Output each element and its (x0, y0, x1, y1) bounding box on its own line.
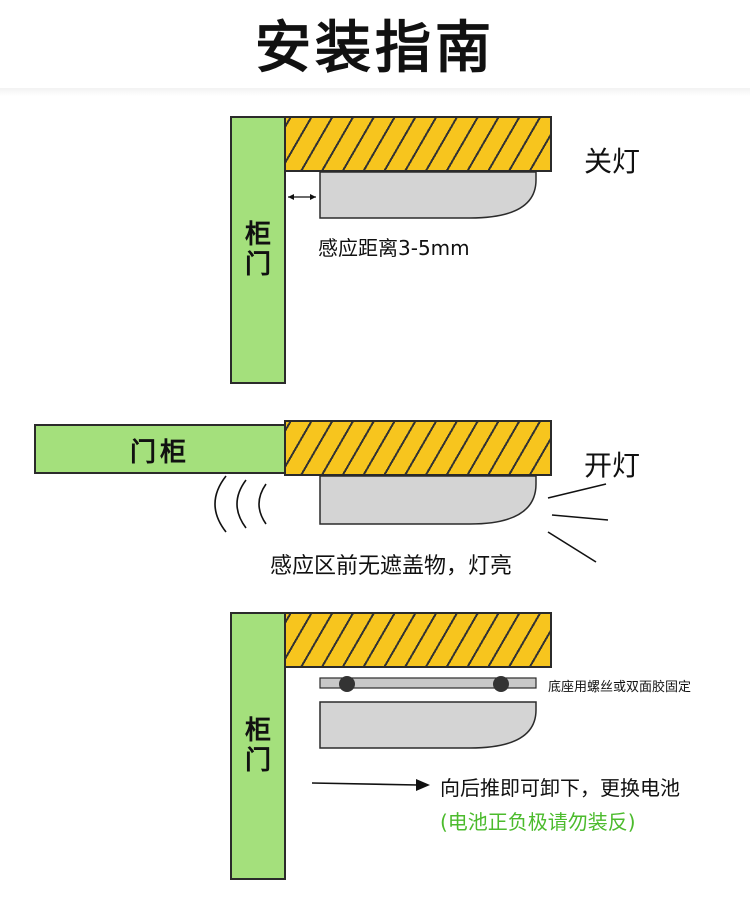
state-label-on: 开灯 (584, 449, 641, 482)
distance-arrowhead-left (288, 194, 294, 200)
mount-note: 底座用螺丝或双面胶固定 (548, 680, 692, 695)
screw-icon (493, 676, 509, 692)
light-on-note: 感应区前无遮盖物，灯亮 (270, 554, 513, 579)
lamp-body (319, 701, 537, 749)
mounting-base (319, 677, 537, 689)
light-ray-1 (547, 483, 607, 499)
sensor-wave-1 (258, 483, 267, 525)
shelf-board (284, 612, 552, 668)
light-ray-3 (547, 531, 597, 563)
push-arrow (311, 782, 419, 786)
panel-light-off: 柜门 关灯 感应距离3-5mm (0, 0, 750, 400)
sensor-wave-2 (236, 479, 247, 529)
push-arrowhead (416, 779, 430, 791)
door-label-open: 门柜 (130, 438, 191, 468)
cabinet-door (230, 116, 286, 384)
state-label-off: 关灯 (584, 145, 641, 178)
distance-arrowhead-right (310, 194, 316, 200)
page-title: 安装指南 (255, 15, 495, 81)
door-label: 柜门 (244, 220, 271, 280)
cabinet-door-open (34, 424, 286, 474)
shelf-board (284, 116, 552, 172)
sensor-lamp-diagram (288, 171, 537, 219)
shelf-board (284, 420, 552, 476)
panel-light-on: 门柜 开灯 感应区前无遮盖物，灯亮 (34, 420, 641, 579)
lamp-body (319, 171, 537, 219)
lamp-body (319, 475, 537, 525)
battery-warning: (电池正负极请勿装反) (440, 810, 636, 834)
distance-label: 感应距离3-5mm (318, 236, 470, 260)
push-note: 向后推即可卸下，更换电池 (440, 776, 680, 800)
sensor-wave-3 (214, 475, 227, 533)
screw-icon (339, 676, 355, 692)
sensor-lamp-lit-diagram (214, 475, 609, 563)
cabinet-door (230, 612, 286, 880)
light-ray-2 (551, 514, 609, 521)
door-label: 柜门 (244, 716, 271, 776)
title-underline (0, 88, 750, 96)
